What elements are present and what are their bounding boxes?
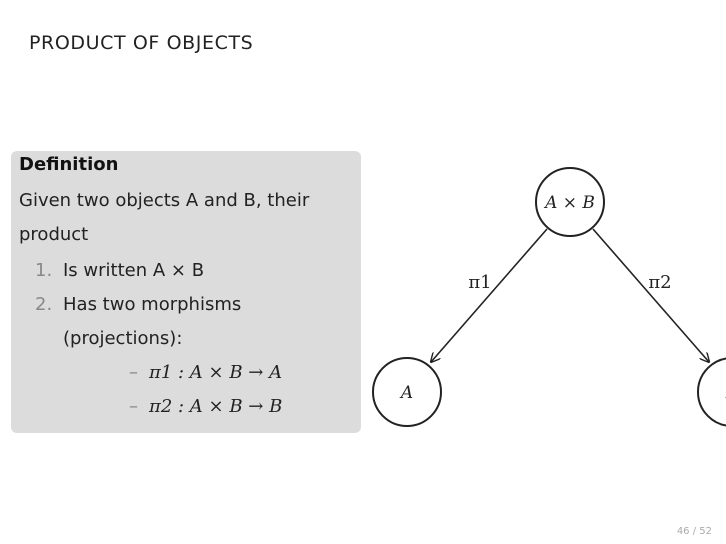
sub-list-item: –π2 : A × B → B (129, 396, 283, 417)
definition-intro: Given two objects A and B, their product (19, 190, 310, 245)
node-a (372, 357, 442, 427)
slide-title: PRODUCT OF OBJECTS (29, 32, 254, 54)
projection-list: –π1 : A × B → A –π2 : A × B → B (63, 356, 339, 424)
pi1-arrow (431, 228, 548, 362)
node-a-label: A (399, 383, 413, 403)
node-b (697, 357, 726, 427)
node-product-label: A × B (543, 193, 595, 213)
definition-list: 1.Is written A × B 2.Has two morphisms (… (19, 254, 339, 424)
pi2-arrow (592, 228, 709, 362)
node-product (535, 167, 605, 237)
page-number: 46 / 52 (676, 526, 712, 537)
edge-pi1-label: π1 (468, 272, 491, 293)
sub-list-item: –π1 : A × B → A (129, 362, 283, 383)
list-item: 2.Has two morphisms (projections): –π1 :… (19, 288, 339, 424)
definition-heading: Definition (19, 154, 119, 175)
definition-body: Given two objects A and B, their product… (19, 184, 339, 424)
edge-pi2-label: π2 (648, 272, 671, 293)
list-item: 1.Is written A × B (35, 260, 205, 281)
node-b-label: B (725, 383, 726, 403)
definition-block (11, 151, 361, 433)
